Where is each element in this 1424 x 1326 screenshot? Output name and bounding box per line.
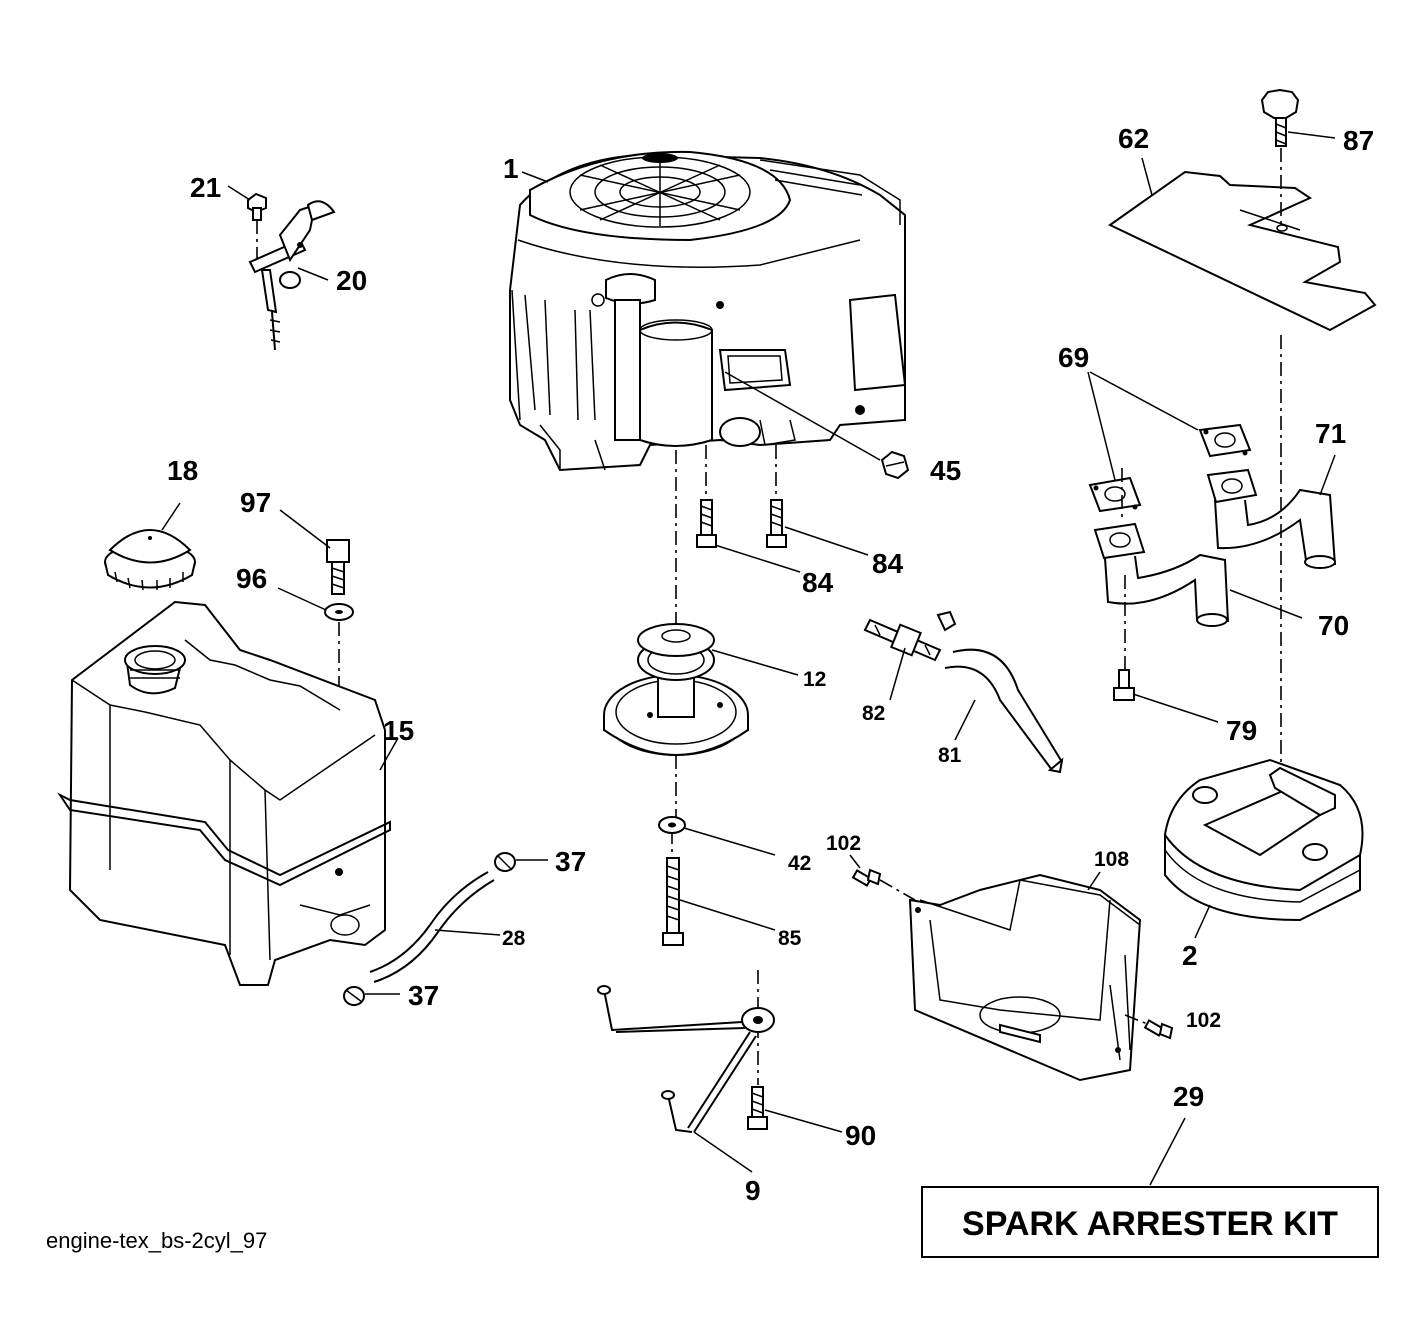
callout-21: 21 <box>190 172 221 203</box>
callout-18: 18 <box>167 455 198 486</box>
spark-arrester-kit-box <box>921 1186 1379 1258</box>
callout-37-top: 37 <box>555 846 586 877</box>
throttle-part-20 <box>248 200 336 351</box>
gasket-part-69-a <box>1198 423 1252 458</box>
muffler-part-2 <box>1163 758 1364 922</box>
callout-1: 1 <box>503 153 519 184</box>
callout-85: 85 <box>778 927 802 950</box>
callout-29: 29 <box>1173 1081 1204 1112</box>
bolt-part-90 <box>747 1086 768 1130</box>
callout-42: 42 <box>788 852 811 875</box>
callout-71: 71 <box>1315 418 1346 449</box>
callout-12: 12 <box>803 668 826 691</box>
callout-2: 2 <box>1182 940 1198 971</box>
heat-shield-part-62 <box>1108 170 1377 332</box>
screw-part-79 <box>1113 669 1135 701</box>
spark-arrester-kit-label: SPARK ARRESTER KIT <box>962 1205 1338 1243</box>
bolt-part-84-left <box>696 499 717 548</box>
callout-9: 9 <box>745 1175 761 1206</box>
bolt-part-84-right <box>766 499 787 548</box>
washer-part-96 <box>324 603 354 621</box>
bolt-part-97 <box>326 539 350 595</box>
callout-45: 45 <box>930 455 961 486</box>
bolt-part-85 <box>662 857 684 946</box>
callout-69: 69 <box>1058 342 1089 373</box>
spark-shield-part-108 <box>908 873 1142 1082</box>
fuel-line-part-28 <box>369 871 495 983</box>
diagram-caption: engine-tex_bs-2cyl_97 <box>46 1228 267 1253</box>
callout-15: 15 <box>383 715 414 746</box>
hose-part-81 <box>944 648 1064 774</box>
callout-70: 70 <box>1318 610 1349 641</box>
callout-90: 90 <box>845 1120 876 1151</box>
callout-79: 79 <box>1226 715 1257 746</box>
callout-82: 82 <box>862 702 885 725</box>
screw-part-102-right <box>1143 1019 1174 1040</box>
callout-62: 62 <box>1118 123 1149 154</box>
fuel-tank-part-15 <box>57 600 391 986</box>
pulley-part-12 <box>603 623 749 756</box>
engine-part-1 <box>509 150 907 472</box>
callout-81: 81 <box>938 744 962 767</box>
callout-97: 97 <box>240 487 271 518</box>
callout-108: 108 <box>1094 848 1129 871</box>
exhaust-pipe-part-71 <box>1206 468 1336 569</box>
screw-part-21 <box>247 192 267 221</box>
callout-102-left: 102 <box>826 832 861 855</box>
knob-part-87 <box>1260 88 1300 147</box>
callout-28: 28 <box>502 927 526 950</box>
washer-part-42 <box>658 816 686 834</box>
fitting-part-82 <box>863 610 957 662</box>
fuel-cap-part-18 <box>104 529 196 591</box>
clamp-part-37-bottom <box>343 986 365 1006</box>
screw-part-102-left <box>851 868 882 887</box>
callout-84-upper: 84 <box>872 548 904 579</box>
callout-102-right: 102 <box>1186 1009 1221 1032</box>
exhaust-pipe-part-70 <box>1093 522 1229 627</box>
callout-87: 87 <box>1343 125 1374 156</box>
callout-84-lower: 84 <box>802 567 834 598</box>
rod-part-9 <box>597 985 775 1133</box>
gasket-part-69-b <box>1088 476 1142 513</box>
nut-part-45 <box>880 450 910 480</box>
clamp-part-37-top <box>494 852 516 872</box>
callout-96: 96 <box>236 563 267 594</box>
callout-37-bottom: 37 <box>408 980 439 1011</box>
callout-20: 20 <box>336 265 367 296</box>
